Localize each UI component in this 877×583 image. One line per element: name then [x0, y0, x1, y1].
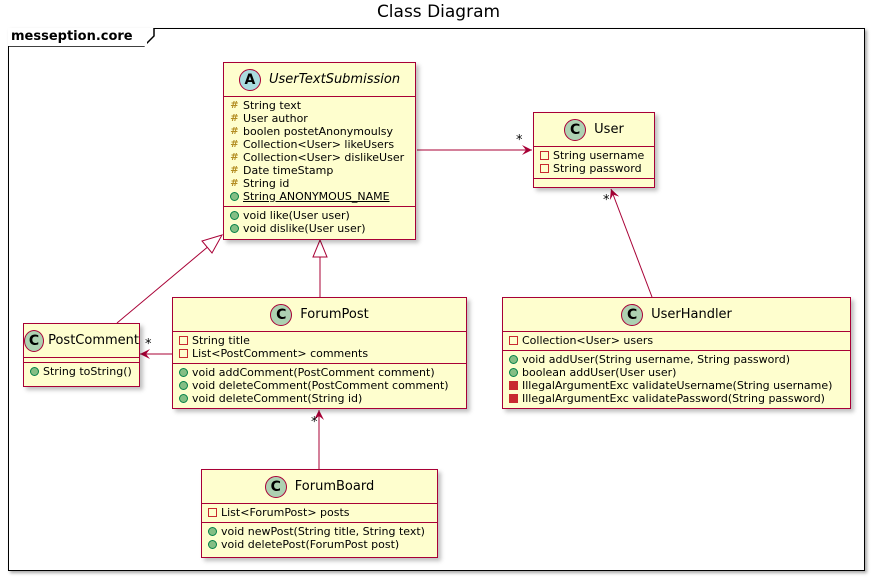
methods-section: void addUser(String username, String pas…: [503, 350, 850, 408]
private-icon: [509, 336, 518, 345]
class-user[interactable]: C User String username String password: [533, 112, 655, 188]
class-header: C PostComment: [24, 324, 139, 358]
field: #String text: [230, 99, 302, 112]
field: Collection<User> users: [509, 334, 844, 347]
method: boolean addUser(User user): [509, 366, 844, 379]
public-icon: [179, 368, 188, 377]
public-icon: [179, 381, 188, 390]
private-icon: [179, 349, 188, 358]
method: void newPost(String title, String text): [208, 525, 431, 538]
package-name: messeption.core: [8, 28, 147, 46]
method: void addComment(PostComment comment): [179, 366, 460, 379]
method: String toString(): [30, 365, 133, 378]
method: void like(User user): [230, 209, 409, 222]
private-method-icon: [509, 381, 518, 390]
class-icon: C: [621, 303, 644, 326]
public-icon: [230, 192, 239, 201]
edge-postcomment-extends-submission: [116, 244, 211, 324]
public-icon: [509, 355, 518, 364]
protected-icon: #: [230, 178, 239, 189]
class-forumboard[interactable]: C ForumBoard List<ForumPost> posts void …: [201, 469, 438, 558]
field: #Collection<User> likeUsers: [230, 138, 395, 151]
protected-icon: #: [230, 113, 239, 124]
private-method-icon: [509, 394, 518, 403]
protected-icon: #: [230, 126, 239, 137]
class-header: C UserHandler: [503, 298, 850, 332]
methods-section: String toString(): [24, 362, 139, 381]
class-header: C ForumPost: [173, 298, 466, 332]
fields-section: #String text #User author #boolen postet…: [224, 97, 415, 206]
field: String password: [540, 162, 648, 175]
class-name: ForumBoard: [294, 479, 375, 494]
diagram-title: Class Diagram: [376, 2, 501, 22]
method: IllegalArgumentExc validateUsername(Stri…: [509, 379, 844, 392]
multiplicity-forumpost: *: [311, 415, 318, 430]
method: void deletePost(ForumPost post): [208, 538, 431, 551]
class-icon: C: [24, 329, 45, 352]
public-icon: [179, 394, 188, 403]
field: #Collection<User> dislikeUser: [230, 151, 405, 164]
edge-handler-to-user: [609, 188, 653, 298]
class-usertextsubmission[interactable]: A UserTextSubmission #String text #User …: [223, 62, 416, 240]
public-icon: [509, 368, 518, 377]
protected-icon: #: [230, 100, 239, 111]
class-name: PostComment: [48, 333, 139, 348]
class-icon: C: [264, 475, 287, 498]
class-name: ForumPost: [300, 307, 369, 322]
method: void dislike(User user): [230, 222, 409, 235]
multiplicity-postcomment: *: [145, 337, 152, 352]
methods-section: void addComment(PostComment comment) voi…: [173, 363, 466, 408]
methods-section: [534, 178, 654, 188]
class-name: UserTextSubmission: [268, 72, 401, 87]
protected-icon: #: [230, 165, 239, 176]
class-name: User: [594, 122, 624, 137]
public-icon: [208, 540, 217, 549]
class-header: C User: [534, 113, 654, 147]
method: void deleteComment(String id): [179, 392, 460, 405]
field: List<ForumPost> posts: [208, 506, 431, 519]
field: #String id: [230, 177, 290, 190]
class-icon: C: [564, 118, 587, 141]
protected-icon: #: [230, 139, 239, 150]
field: #Date timeStamp: [230, 164, 334, 177]
class-header: A UserTextSubmission: [224, 63, 415, 97]
field: #User author: [230, 112, 308, 125]
private-icon: [208, 508, 217, 517]
static-field: String ANONYMOUS_NAME: [230, 190, 409, 203]
fields-section: Collection<User> users: [503, 332, 850, 350]
class-name: UserHandler: [651, 307, 732, 322]
public-icon: [230, 211, 239, 220]
multiplicity-user-from-submission: *: [516, 133, 523, 148]
field: #boolen postetAnonymoulsy: [230, 125, 393, 138]
methods-section: void newPost(String title, String text) …: [202, 522, 437, 554]
fields-section: List<ForumPost> posts: [202, 504, 437, 522]
inheritance-triangle-forumpost: [312, 238, 328, 258]
field: String username: [540, 149, 648, 162]
class-postcomment[interactable]: C PostComment String toString(): [23, 323, 140, 387]
private-icon: [179, 336, 188, 345]
fields-section: String title List<PostComment> comments: [173, 332, 466, 363]
methods-section: void like(User user) void dislike(User u…: [224, 206, 415, 238]
multiplicity-user-from-handler: *: [603, 193, 610, 208]
class-header: C ForumBoard: [202, 470, 437, 504]
field: List<PostComment> comments: [179, 347, 460, 360]
private-icon: [540, 151, 549, 160]
class-icon: C: [270, 303, 293, 326]
public-icon: [230, 224, 239, 233]
method: IllegalArgumentExc validatePassword(Stri…: [509, 392, 844, 405]
class-forumpost[interactable]: C ForumPost String title List<PostCommen…: [172, 297, 467, 409]
fields-section: String username String password: [534, 147, 654, 178]
method: void deleteComment(PostComment comment): [179, 379, 460, 392]
method: void addUser(String username, String pas…: [509, 353, 844, 366]
field: String title: [179, 334, 460, 347]
inheritance-triangle-postcomment: [201, 234, 224, 254]
class-userhandler[interactable]: C UserHandler Collection<User> users voi…: [502, 297, 851, 409]
protected-icon: #: [230, 152, 239, 163]
abstract-class-icon: A: [238, 68, 261, 91]
public-icon: [30, 367, 39, 376]
public-icon: [208, 527, 217, 536]
private-icon: [540, 164, 549, 173]
